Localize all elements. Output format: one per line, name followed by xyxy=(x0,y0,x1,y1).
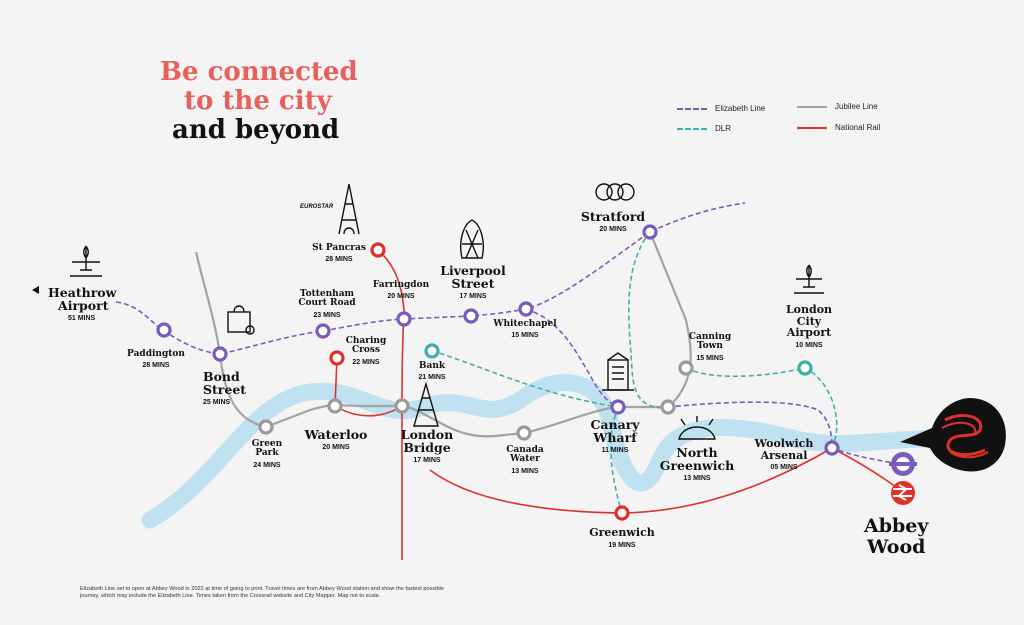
dlr-route xyxy=(610,406,623,514)
title-line-3: and beyond xyxy=(172,115,340,145)
station-label-charing-cross[interactable]: Charing Cross 22 MINS xyxy=(345,336,387,366)
station-label-woolwich[interactable]: Woolwich Arsenal 05 MINS xyxy=(754,437,814,472)
station-label-canning-town[interactable]: Canning Town 15 MINS xyxy=(688,332,732,362)
olympic-rings-icon xyxy=(595,183,635,201)
greenwich-marker[interactable] xyxy=(614,505,630,521)
station-label-liverpool-street[interactable]: Liverpool Street 17 MINS xyxy=(440,263,506,301)
left-arrow-icon xyxy=(32,286,39,294)
elizabeth-line-roundel-icon xyxy=(889,452,917,476)
station-label-north-greenwich[interactable]: North Greenwich 13 MINS xyxy=(659,445,735,483)
legend-swatch xyxy=(677,107,707,110)
station-label-stratford[interactable]: Stratford 20 MINS xyxy=(580,209,646,234)
eiffel-tower-icon xyxy=(338,183,360,235)
legend-label: Elizabeth Line xyxy=(715,104,766,113)
airplane-icon xyxy=(70,245,102,277)
green-park-marker[interactable] xyxy=(258,419,274,435)
whitechapel-marker[interactable] xyxy=(518,301,534,317)
legend-national-rail: National Rail xyxy=(797,123,880,132)
station-label-tottenham[interactable]: Tottenham Court Road 23 MINS xyxy=(298,289,356,319)
woolwich-marker[interactable] xyxy=(824,440,840,456)
halftone-pattern xyxy=(0,0,420,300)
eurostar-logo: EUROSTAR xyxy=(300,204,334,210)
north-greenwich-marker[interactable] xyxy=(660,399,676,415)
station-label-canada-water[interactable]: Canada Water 13 MINS xyxy=(506,445,544,475)
station-label-bond-street[interactable]: Bond Street 25 MINS xyxy=(203,369,247,407)
o2-dome-icon xyxy=(678,416,716,440)
legend-swatch xyxy=(797,126,827,129)
elizabeth-line xyxy=(525,308,619,408)
london-bridge-marker[interactable] xyxy=(394,398,410,414)
national-rail-route xyxy=(429,447,901,514)
legend-jubilee: Jubilee Line xyxy=(797,102,878,111)
station-label-london-bridge[interactable]: London Bridge 17 MINS xyxy=(400,427,454,465)
gherkin-building-icon xyxy=(460,219,484,259)
legend-label: DLR xyxy=(715,124,732,133)
national-rail-roundel-icon xyxy=(891,481,915,505)
legend-dlr: DLR xyxy=(677,124,731,133)
shard-icon xyxy=(413,381,439,427)
page-title: Be connected to the city and beyond xyxy=(160,58,358,145)
tower-building-icon xyxy=(602,352,634,391)
legend-label: Jubilee Line xyxy=(835,102,878,111)
station-label-abbey-wood[interactable]: Abbey Wood xyxy=(864,515,929,558)
dlr-route xyxy=(628,231,661,409)
river-thames xyxy=(141,374,949,529)
station-label-canary-wharf[interactable]: Canary Wharf 11 MINS xyxy=(590,417,640,455)
city-airport-marker[interactable] xyxy=(797,360,813,376)
farringdon-marker[interactable] xyxy=(396,311,412,327)
airplane-icon xyxy=(794,264,824,294)
canning-town-marker[interactable] xyxy=(678,360,694,376)
national-rail-route xyxy=(377,249,405,560)
bank-marker[interactable] xyxy=(424,343,440,359)
station-markers xyxy=(156,224,840,521)
legend-elizabeth: Elizabeth Line xyxy=(677,104,765,113)
canary-wharf-marker[interactable] xyxy=(610,399,626,415)
station-label-waterloo[interactable]: Waterloo 20 MINS xyxy=(304,427,368,452)
station-label-heathrow[interactable]: Heathrow Airport 51 MINS xyxy=(48,285,117,323)
legend-swatch xyxy=(797,105,827,108)
title-line-2: to the city xyxy=(184,86,332,116)
dlr-route xyxy=(431,350,619,408)
legend-swatch xyxy=(677,127,707,130)
shopping-bag-icon xyxy=(227,305,255,335)
station-label-bank[interactable]: Bank 21 MINS xyxy=(418,361,446,382)
legend-label: National Rail xyxy=(835,123,881,132)
station-label-greenwich[interactable]: Greenwich 19 MINS xyxy=(589,526,655,549)
waterloo-marker[interactable] xyxy=(327,398,343,414)
charing-cross-marker[interactable] xyxy=(329,350,345,366)
canada-water-marker[interactable] xyxy=(516,425,532,441)
station-label-paddington[interactable]: Paddington 28 MINS xyxy=(127,349,185,370)
station-label-whitechapel[interactable]: Whitechapel 15 MINS xyxy=(493,319,557,340)
station-label-green-park[interactable]: Green Park 24 MINS xyxy=(251,439,283,469)
elizabeth-line xyxy=(667,401,901,465)
paddington-marker[interactable] xyxy=(156,322,172,338)
crossrail-logo-icon xyxy=(900,398,1006,472)
footer-note: Elizabeth Line set to open at Abbey Wood… xyxy=(80,586,444,599)
stratford-marker[interactable] xyxy=(642,224,658,240)
st-pancras-marker[interactable] xyxy=(370,242,386,258)
station-label-city-airport[interactable]: London City Airport 10 MINS xyxy=(785,303,833,349)
station-label-farringdon[interactable]: Farringdon 20 MINS xyxy=(372,280,430,301)
title-line-1: Be connected xyxy=(160,57,358,87)
tottenham-marker[interactable] xyxy=(315,323,331,339)
elizabeth-line xyxy=(115,202,746,355)
station-label-st-pancras[interactable]: St Pancras 28 MINS xyxy=(312,243,366,264)
liverpool-street-marker[interactable] xyxy=(463,308,479,324)
bond-street-marker[interactable] xyxy=(212,346,228,362)
